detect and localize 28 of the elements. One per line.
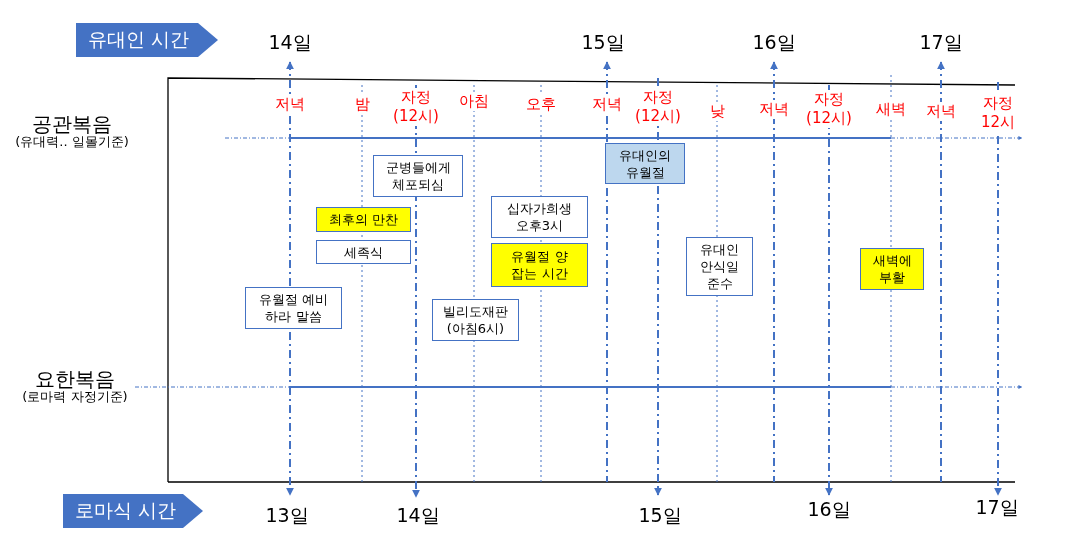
event-box: 유대인의 유월절 xyxy=(605,143,685,184)
event-box: 새벽에 부활 xyxy=(860,248,924,290)
banner-arrow: 유대인 시간 xyxy=(76,23,218,57)
event-box: 유월절 예비 하라 말씀 xyxy=(245,287,342,329)
day-label: 16일 xyxy=(806,497,852,521)
day-label: 13일 xyxy=(264,503,310,527)
event-box: 빌리도재판 (아침6시) xyxy=(432,299,519,341)
day-label: 17일 xyxy=(974,495,1020,519)
event-box: 세족식 xyxy=(316,240,411,264)
event-box: 최후의 만찬 xyxy=(316,207,411,232)
time-of-day-label: 자정 (12시) xyxy=(392,88,440,126)
row-subtitle: (로마력 자정기준) xyxy=(21,389,129,405)
time-of-day-label: 자정 (12시) xyxy=(805,90,853,128)
day-label: 15일 xyxy=(637,503,683,527)
row-title: 요한복음 xyxy=(34,367,116,391)
time-of-day-label: 자정 (12시) xyxy=(634,88,682,126)
row-title: 공관복음 xyxy=(31,112,113,136)
day-label: 14일 xyxy=(395,503,441,527)
event-box: 유월절 양 잡는 시간 xyxy=(491,243,588,287)
banner-arrow: 로마식 시간 xyxy=(63,494,203,528)
day-label: 17일 xyxy=(918,30,964,54)
event-box: 군병들에게 체포되심 xyxy=(373,155,463,197)
event-box: 유대인 안식일 준수 xyxy=(686,237,753,296)
day-label: 15일 xyxy=(580,30,626,54)
day-label: 14일 xyxy=(267,30,313,54)
row-subtitle: (유대력.. 일몰기준) xyxy=(14,134,130,150)
event-box: 십자가희생 오후3시 xyxy=(491,196,588,238)
day-label: 16일 xyxy=(751,30,797,54)
